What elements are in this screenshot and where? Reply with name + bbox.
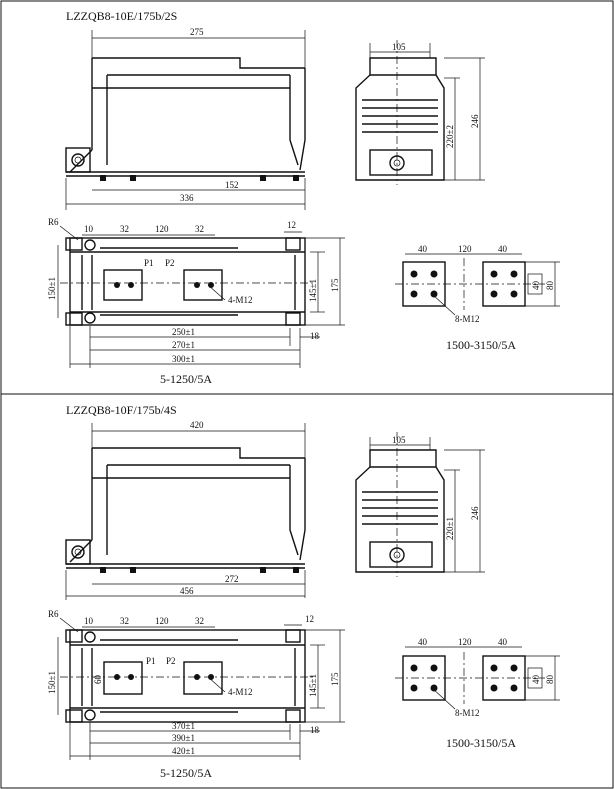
dim-side-h1: 220±2	[445, 125, 455, 148]
dim-plan-150: 150±1	[47, 671, 57, 694]
label-bolts: 4-M12	[228, 295, 253, 305]
dim-term-40a: 40	[418, 637, 428, 647]
panel-2: LZZQB8-10F/175b/4S 420 272	[47, 403, 560, 780]
plan-view: R6 10 32 120 32 12	[47, 217, 345, 368]
dim-plan-l2: 270±1	[172, 340, 195, 350]
ratio-left: 5-1250/5A	[160, 372, 212, 386]
dim-front-base: 456	[180, 586, 194, 596]
dim-front-height: 272	[225, 574, 239, 584]
dim-plan-10: 10	[84, 616, 94, 626]
front-view: 275 152 336	[65, 27, 306, 210]
dim-side-h2: 246	[470, 114, 480, 128]
dim-side-h1: 220±1	[445, 517, 455, 540]
dim-plan-18: 18	[310, 331, 320, 341]
dim-term-40b: 40	[498, 637, 508, 647]
label-bolts: 4-M12	[228, 687, 253, 697]
dim-front-width: 420	[190, 420, 204, 430]
dim-plan-120: 120	[155, 616, 169, 626]
label-p2: P2	[165, 258, 175, 268]
dim-plan-32a: 32	[120, 616, 129, 626]
dim-front-width: 275	[190, 27, 204, 37]
dim-plan-145: 145±1	[308, 279, 318, 302]
ratio-right: 1500-3150/5A	[446, 338, 516, 352]
dim-side-width: 105	[392, 435, 406, 445]
dim-plan-120: 120	[155, 224, 169, 234]
dim-term-80: 80	[545, 281, 555, 291]
dim-term-40c: 40	[531, 675, 541, 685]
ratio-right: 1500-3150/5A	[446, 736, 516, 750]
dim-plan-150: 150±1	[47, 277, 57, 300]
label-term-bolts: 8-M12	[455, 314, 480, 324]
label-radius: R6	[48, 217, 59, 227]
dim-side-width: 105	[392, 42, 406, 52]
side-view: 105 220±1 246	[355, 432, 485, 577]
dim-front-height: 152	[225, 180, 239, 190]
dim-plan-32a: 32	[120, 224, 129, 234]
dim-plan-l1: 250±1	[172, 327, 195, 337]
ratio-left: 5-1250/5A	[160, 766, 212, 780]
dim-term-40b: 40	[498, 244, 508, 254]
terminal-detail: 40 120 40 40 80 8-M12	[395, 244, 560, 324]
dim-plan-175: 175	[330, 672, 340, 686]
model-title: LZZQB8-10F/175b/4S	[66, 403, 177, 417]
plan-view: R6 10 32 120 32 12	[47, 609, 345, 760]
dim-front-base: 336	[180, 193, 194, 203]
label-p1: P1	[144, 258, 154, 268]
dim-plan-32b: 32	[195, 616, 204, 626]
dim-term-120: 120	[458, 244, 472, 254]
dim-plan-145: 145±1	[308, 674, 318, 697]
dim-plan-l3: 300±1	[172, 354, 195, 364]
dim-plan-60: 60	[93, 675, 103, 685]
label-p2: P2	[166, 656, 176, 666]
dim-term-120: 120	[458, 637, 472, 647]
dim-term-40a: 40	[418, 244, 428, 254]
terminal-detail: 40 120 40 40 80 8-M12	[395, 637, 560, 718]
dim-plan-12: 12	[305, 614, 314, 624]
label-term-bolts: 8-M12	[455, 708, 480, 718]
label-radius: R6	[48, 609, 59, 619]
dim-plan-18: 18	[310, 725, 320, 735]
dim-plan-10: 10	[84, 224, 94, 234]
dim-plan-l2: 390±1	[172, 733, 195, 743]
dim-term-40c: 40	[531, 281, 541, 291]
dim-plan-l1: 370±1	[172, 721, 195, 731]
side-view: 105 220±2 246	[355, 40, 485, 185]
dim-plan-32b: 32	[195, 224, 204, 234]
panel-1: LZZQB8-10E/175b/2S 275	[47, 9, 560, 386]
label-p1: P1	[146, 656, 156, 666]
model-title: LZZQB8-10E/175b/2S	[66, 9, 177, 23]
dim-term-80: 80	[545, 675, 555, 685]
dim-side-h2: 246	[470, 506, 480, 520]
dim-plan-175: 175	[330, 278, 340, 292]
dim-plan-l3: 420±1	[172, 746, 195, 756]
dim-plan-12: 12	[287, 220, 296, 230]
front-view: 420 272 456	[65, 420, 306, 600]
